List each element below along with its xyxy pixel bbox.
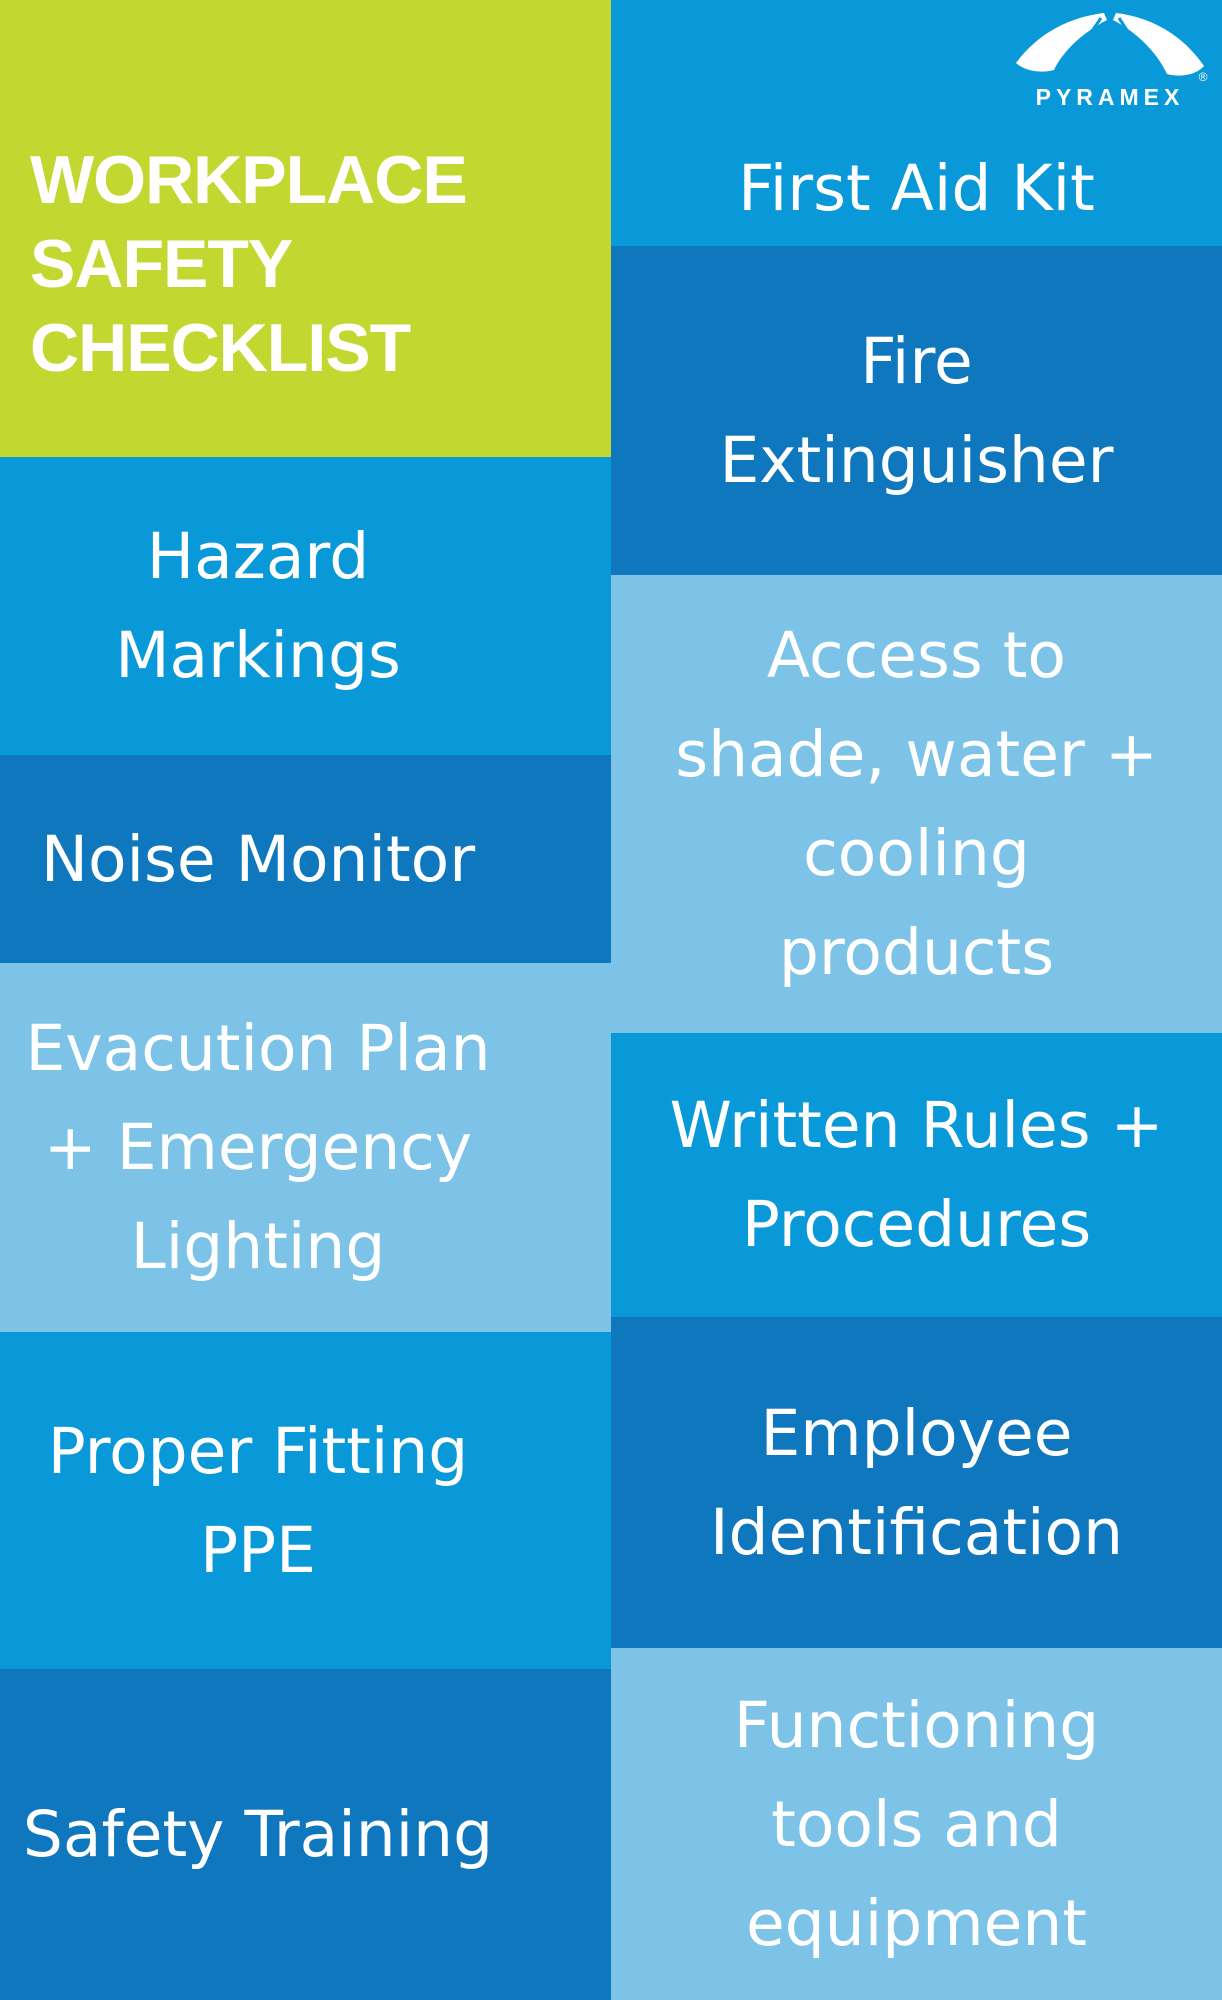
label-line: Noise Monitor	[40, 822, 476, 896]
label-line: First Aid Kit	[738, 152, 1095, 225]
checklist-item-label: Fire Extinguisher	[611, 312, 1222, 510]
checklist-item-evacuation-plan: Evacution Plan + Emergency Lighting	[0, 963, 611, 1332]
label-line: shade, water +	[675, 718, 1158, 791]
label-line: Markings	[115, 619, 401, 692]
page-title: WORKPLACE SAFETY CHECKLIST	[30, 138, 468, 390]
title-line: CHECKLIST	[30, 310, 411, 386]
label-line: tools and	[771, 1787, 1062, 1861]
checklist-item-label: First Aid Kit	[611, 139, 1222, 238]
label-line: Proper Fitting	[47, 1414, 469, 1488]
label-line: Lighting	[130, 1210, 386, 1283]
label-line: products	[778, 916, 1055, 989]
pyramex-pyramid-icon: ® PYRAMEX	[1016, 13, 1208, 110]
checklist-item-fire-extinguisher: Fire Extinguisher	[611, 246, 1222, 575]
label-line: Functioning	[733, 1688, 1100, 1762]
checklist-item-label: Hazard Markings	[0, 507, 611, 705]
checklist-item-hazard-markings: Hazard Markings	[0, 457, 611, 755]
left-column: WORKPLACE SAFETY CHECKLIST Hazard Markin…	[0, 0, 611, 2000]
label-line: Identification	[709, 1495, 1124, 1569]
checklist-item-label: Safety Training	[0, 1785, 611, 1884]
checklist-item-label: Functioning tools and equipment	[611, 1676, 1222, 1973]
pyramex-logo: ® PYRAMEX	[1010, 6, 1210, 110]
label-line: Written Rules +	[669, 1089, 1164, 1162]
checklist-item-noise-monitor: Noise Monitor	[0, 755, 611, 963]
label-line: Fire	[860, 324, 973, 398]
checklist-item-first-aid-kit: ® PYRAMEX First Aid Kit	[611, 0, 1222, 246]
checklist-item-label: Proper Fitting PPE	[0, 1402, 611, 1600]
label-line: Access to	[767, 619, 1066, 692]
checklist-item-proper-fitting-ppe: Proper Fitting PPE	[0, 1332, 611, 1669]
checklist-item-access-shade-water-cooling: Access to shade, water + cooling product…	[611, 575, 1222, 1033]
checklist-item-functioning-tools-equipment: Functioning tools and equipment	[611, 1648, 1222, 2000]
checklist-item-label: Employee Identification	[611, 1384, 1222, 1582]
checklist-item-employee-identification: Employee Identification	[611, 1317, 1222, 1648]
brand-name: PYRAMEX	[1036, 84, 1185, 110]
checklist-item-label: Written Rules + Procedures	[611, 1076, 1222, 1274]
title-line: SAFETY	[30, 226, 293, 302]
checklist-item-label: Access to shade, water + cooling product…	[611, 606, 1222, 1002]
label-line: Extinguisher	[719, 423, 1114, 497]
title-block: WORKPLACE SAFETY CHECKLIST	[0, 0, 611, 457]
checklist-item-safety-training: Safety Training	[0, 1669, 611, 2000]
label-line: Safety Training	[22, 1798, 494, 1871]
checklist-item-label: Evacution Plan + Emergency Lighting	[0, 999, 611, 1296]
label-line: + Emergency	[43, 1111, 473, 1184]
checklist-item-label: Noise Monitor	[0, 810, 611, 909]
label-line: Hazard	[146, 520, 370, 593]
registered-mark: ®	[1199, 70, 1208, 84]
label-line: equipment	[746, 1886, 1087, 1960]
checklist-item-written-rules-procedures: Written Rules + Procedures	[611, 1033, 1222, 1317]
label-line: Procedures	[741, 1188, 1092, 1261]
right-column: ® PYRAMEX First Aid Kit Fire Extinguishe…	[611, 0, 1222, 2000]
label-line: PPE	[200, 1513, 316, 1587]
label-line: cooling	[803, 817, 1030, 890]
label-line: Evacution Plan	[25, 1012, 491, 1085]
title-line: WORKPLACE	[30, 142, 468, 218]
label-line: Employee	[760, 1396, 1073, 1470]
